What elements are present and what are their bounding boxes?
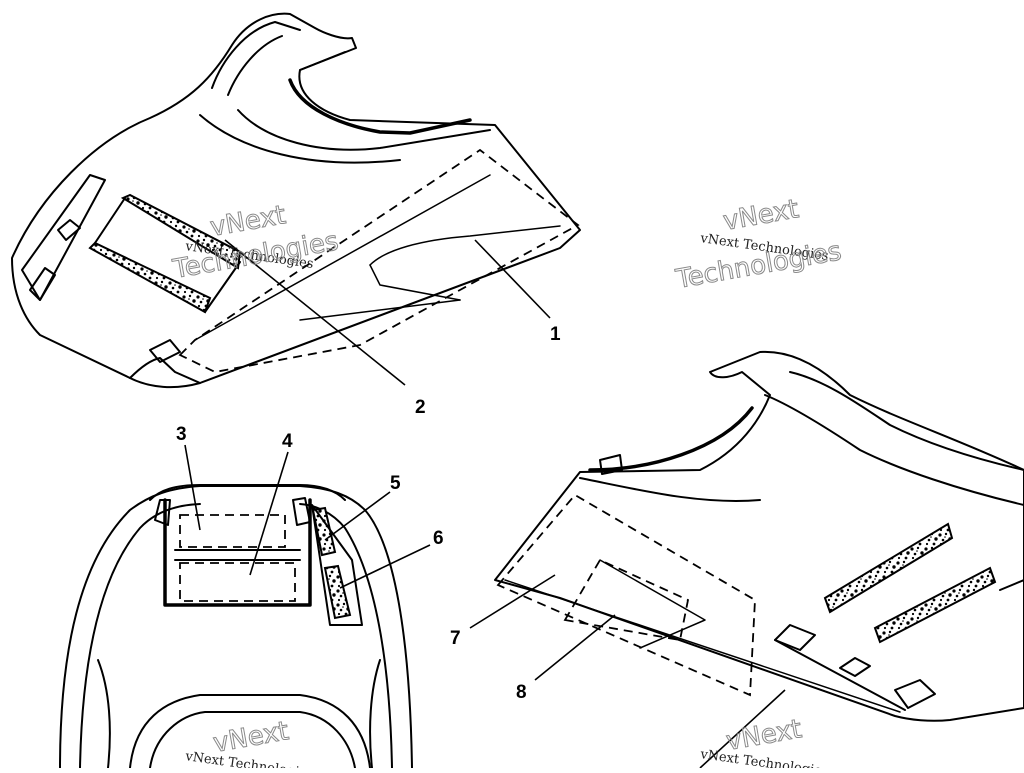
callout-5: 5 [390,473,401,494]
callout-labels: 1 2 3 4 5 6 7 8 [176,324,561,703]
callout-6: 6 [433,528,444,549]
callout-1: 1 [550,324,561,345]
leader-lines [184,239,786,769]
callout-7: 7 [450,628,461,649]
watermark-big-line1: vNext [721,194,801,237]
callout-8: 8 [516,682,527,703]
watermark-top-right: vNext Technologies vNext Technologies [673,194,845,296]
hood-side-view-left [11,12,581,389]
callout-3: 3 [176,424,187,445]
watermark-big-line1: vNext [724,714,804,757]
watermark-bottom-left: vNext Technologies vNext [183,716,314,773]
watermark-big-line1: vNext [211,716,291,759]
hood-side-view-right [494,350,1024,722]
watermark-bottom-right: vNext Technologies vNext [698,714,829,773]
hood-front-view [59,484,413,769]
callout-4: 4 [282,431,293,452]
callout-2: 2 [415,397,426,418]
